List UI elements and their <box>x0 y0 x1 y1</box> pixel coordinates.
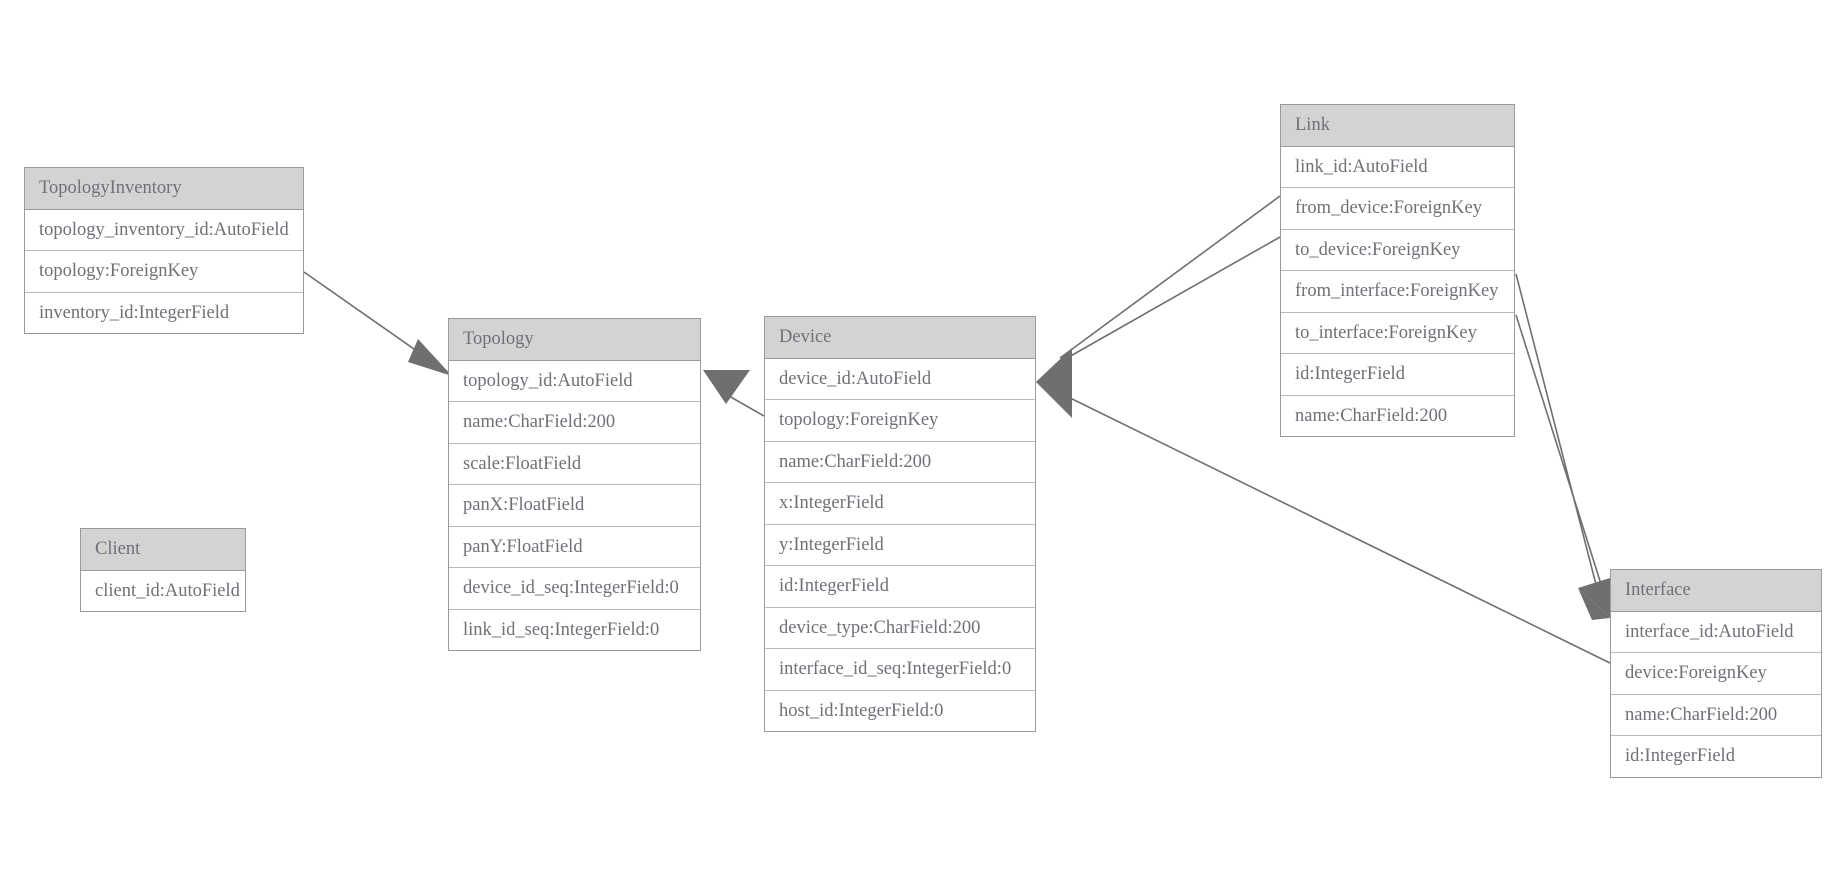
entity-field: host_id:IntegerField:0 <box>765 689 1035 731</box>
entity-title-topology: Topology <box>449 319 700 361</box>
entity-field: topology_inventory_id:AutoField <box>25 209 303 250</box>
entity-title-interface: Interface <box>1611 570 1821 612</box>
entity-field: topology:ForeignKey <box>25 250 303 292</box>
entity-field: id:IntegerField <box>1281 353 1514 395</box>
entity-title-link: Link <box>1281 105 1514 147</box>
entity-field: y:IntegerField <box>765 523 1035 565</box>
entity-field: interface_id_seq:IntegerField:0 <box>765 648 1035 690</box>
entity-field: device_id:AutoField <box>765 358 1035 399</box>
entity-field: name:CharField:200 <box>765 440 1035 482</box>
edge-topologyinventory-topology <box>303 271 452 376</box>
edge-link-from-interface <box>1515 273 1601 601</box>
entity-title-topology_inventory: TopologyInventory <box>25 168 303 210</box>
entity-field: to_device:ForeignKey <box>1281 228 1514 270</box>
arrowhead-device-incoming <box>1036 348 1072 418</box>
edge-link-from-device <box>1059 195 1281 359</box>
entity-field: id:IntegerField <box>1611 735 1821 777</box>
entity-field: id:IntegerField <box>765 565 1035 607</box>
entity-title-client: Client <box>81 529 245 571</box>
entity-field: interface_id:AutoField <box>1611 611 1821 652</box>
entity-field: to_interface:ForeignKey <box>1281 311 1514 353</box>
entity-field: panX:FloatField <box>449 484 700 526</box>
entity-field: name:CharField:200 <box>1611 693 1821 735</box>
entity-field: x:IntegerField <box>765 482 1035 524</box>
entity-field: device_type:CharField:200 <box>765 606 1035 648</box>
arrowhead-interface-incoming <box>1578 578 1610 620</box>
entity-field: from_interface:ForeignKey <box>1281 270 1514 312</box>
entity-field: device_id_seq:IntegerField:0 <box>449 567 700 609</box>
entity-field: topology_id:AutoField <box>449 360 700 401</box>
entity-field: scale:FloatField <box>449 442 700 484</box>
entity-field: name:CharField:200 <box>1281 394 1514 436</box>
edge-link-to-device <box>1059 236 1281 363</box>
entity-field: inventory_id:IntegerField <box>25 291 303 333</box>
entity-field: panY:FloatField <box>449 525 700 567</box>
entity-field: link_id:AutoField <box>1281 146 1514 187</box>
entity-field: device:ForeignKey <box>1611 652 1821 694</box>
entity-field: from_device:ForeignKey <box>1281 187 1514 229</box>
entity-field: link_id_seq:IntegerField:0 <box>449 608 700 650</box>
entity-field: name:CharField:200 <box>449 401 700 443</box>
entity-field: topology:ForeignKey <box>765 399 1035 441</box>
edge-device-topology <box>703 370 765 417</box>
entity-field: client_id:AutoField <box>81 570 245 611</box>
entity-title-device: Device <box>765 317 1035 359</box>
edge-link-to-interface <box>1515 314 1607 601</box>
